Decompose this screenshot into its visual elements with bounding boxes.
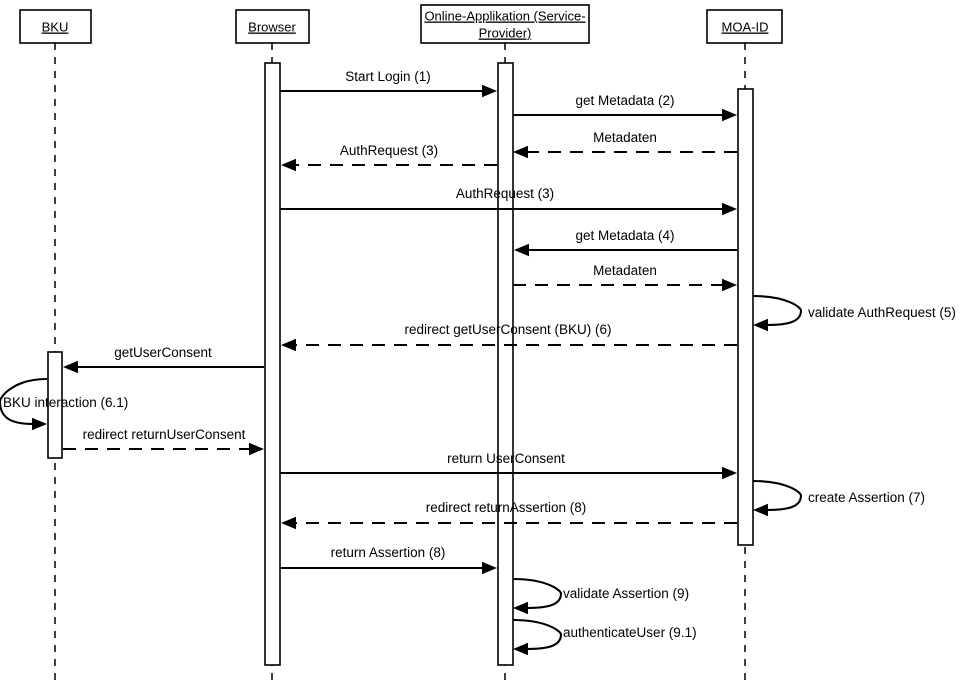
message-label-8: redirect getUserConsent (BKU) (6) bbox=[404, 322, 611, 337]
message-13[interactable]: return Assertion (8) bbox=[280, 545, 497, 575]
message-arrowhead-1 bbox=[482, 84, 497, 98]
message-arrowhead-13 bbox=[482, 561, 497, 575]
lifeline-title-browser: Browser bbox=[248, 20, 296, 35]
message-arrowhead-12 bbox=[281, 516, 296, 530]
message-1[interactable]: Start Login (1) bbox=[280, 69, 497, 98]
self-message-3[interactable]: create Assertion (7) bbox=[752, 479, 925, 517]
message-arrowhead-9 bbox=[63, 360, 78, 374]
activation-bar-online-applikation-0[interactable] bbox=[497, 62, 514, 666]
self-message-label-1: validate AuthRequest (5) bbox=[808, 305, 956, 320]
self-message-label-3: create Assertion (7) bbox=[808, 490, 925, 505]
message-arrowhead-2 bbox=[722, 108, 737, 122]
message-label-1: Start Login (1) bbox=[345, 69, 431, 84]
self-message-2[interactable]: BKU interaction (6.1) bbox=[0, 377, 128, 431]
message-10[interactable]: redirect returnUserConsent bbox=[63, 427, 264, 456]
self-loop-arrowhead-3 bbox=[753, 503, 768, 517]
lifeline-bku: BKU bbox=[19, 9, 92, 685]
message-arrowhead-6 bbox=[514, 243, 529, 257]
lifeline-title-bku: BKU bbox=[42, 20, 69, 35]
self-message-1[interactable]: validate AuthRequest (5) bbox=[752, 294, 956, 332]
message-arrowhead-5 bbox=[722, 202, 737, 216]
lifeline-box-moa-id[interactable] bbox=[706, 9, 783, 44]
self-loop-arrowhead-2 bbox=[32, 417, 47, 431]
message-7[interactable]: Metadaten bbox=[513, 263, 737, 292]
message-9[interactable]: getUserConsent bbox=[63, 345, 264, 374]
message-arrowhead-7 bbox=[722, 278, 737, 292]
self-loop-path-3 bbox=[752, 479, 803, 512]
self-loop-path-2 bbox=[0, 377, 48, 426]
lifeline-box-bku[interactable] bbox=[19, 9, 92, 44]
message-label-12: redirect returnAssertion (8) bbox=[426, 500, 587, 515]
message-8[interactable]: redirect getUserConsent (BKU) (6) bbox=[281, 322, 737, 352]
activation-bar-moa-id-0[interactable] bbox=[737, 88, 754, 546]
message-arrowhead-11 bbox=[722, 466, 737, 480]
lifeline-moa-id: MOA-ID bbox=[706, 9, 783, 685]
message-arrowhead-4 bbox=[281, 158, 296, 172]
message-6[interactable]: get Metadata (4) bbox=[514, 228, 737, 257]
message-label-4: AuthRequest (3) bbox=[340, 143, 438, 158]
self-loop-arrowhead-5 bbox=[513, 642, 528, 656]
message-2[interactable]: get Metadata (2) bbox=[513, 93, 737, 122]
message-12[interactable]: redirect returnAssertion (8) bbox=[281, 500, 737, 530]
self-message-label-4: validate Assertion (9) bbox=[563, 586, 689, 601]
self-loop-path-4 bbox=[512, 577, 563, 610]
activation-bar-browser-0[interactable] bbox=[264, 62, 281, 666]
message-5[interactable]: AuthRequest (3) bbox=[280, 186, 737, 216]
lifeline-title-online-applikation: Online-Applikation (Service-Provider) bbox=[424, 9, 585, 41]
message-label-2: get Metadata (2) bbox=[575, 93, 674, 108]
message-arrowhead-3 bbox=[513, 145, 528, 159]
activation-bar-bku-0[interactable] bbox=[47, 351, 63, 459]
lifeline-title-moa-id: MOA-ID bbox=[722, 20, 769, 35]
message-11[interactable]: return UserConsent bbox=[280, 451, 737, 480]
message-3[interactable]: Metadaten bbox=[513, 130, 737, 159]
self-loop-path-1 bbox=[752, 294, 803, 327]
self-message-label-2: BKU interaction (6.1) bbox=[3, 395, 128, 410]
message-label-10: redirect returnUserConsent bbox=[83, 427, 246, 442]
self-loop-arrowhead-1 bbox=[753, 318, 768, 332]
self-message-label-5: authenticateUser (9.1) bbox=[563, 625, 697, 640]
lifeline-box-browser[interactable] bbox=[235, 9, 310, 44]
message-label-5: AuthRequest (3) bbox=[456, 186, 554, 201]
message-arrowhead-8 bbox=[281, 338, 296, 352]
message-label-9: getUserConsent bbox=[114, 345, 212, 360]
message-label-6: get Metadata (4) bbox=[575, 228, 674, 243]
self-message-4[interactable]: validate Assertion (9) bbox=[512, 577, 689, 615]
self-message-5[interactable]: authenticateUser (9.1) bbox=[512, 618, 697, 656]
message-label-7: Metadaten bbox=[593, 263, 657, 278]
lifeline-browser: Browser bbox=[235, 9, 310, 685]
message-arrowhead-10 bbox=[249, 442, 264, 456]
lifeline-online-applikation: Online-Applikation (Service-Provider) bbox=[420, 4, 590, 685]
message-label-11: return UserConsent bbox=[447, 451, 565, 466]
message-label-13: return Assertion (8) bbox=[331, 545, 446, 560]
message-4[interactable]: AuthRequest (3) bbox=[281, 143, 497, 172]
lifeline-box-online-applikation[interactable] bbox=[420, 4, 590, 44]
self-loop-arrowhead-4 bbox=[513, 601, 528, 615]
self-loop-path-5 bbox=[512, 618, 563, 651]
message-label-3: Metadaten bbox=[593, 130, 657, 145]
